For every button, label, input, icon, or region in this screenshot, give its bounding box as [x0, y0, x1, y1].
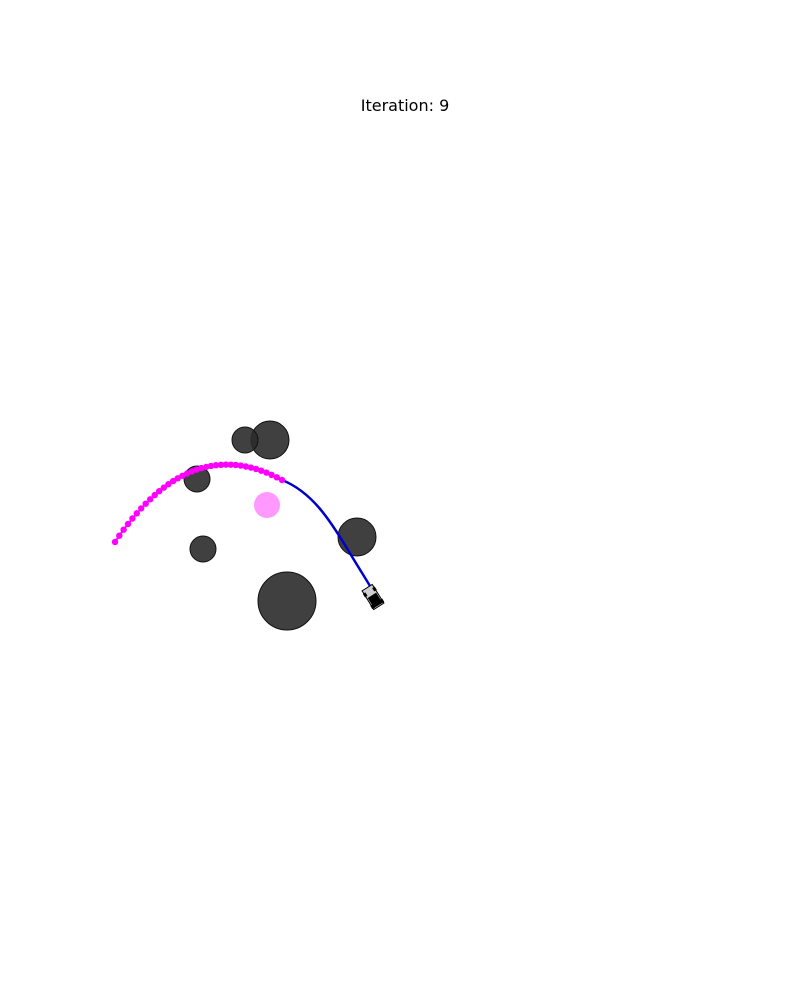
planned-path-point [263, 469, 270, 476]
planned-path-point [222, 461, 230, 468]
planned-path-point [252, 465, 260, 473]
planned-path-point [278, 476, 286, 484]
planned-path-point [151, 491, 158, 499]
planned-path-point [193, 466, 200, 473]
obstacle-2 [231, 426, 259, 454]
planned-path-point [183, 470, 191, 477]
obstacles-group [183, 420, 377, 631]
driven-path [281, 478, 372, 587]
planned-path-point [207, 462, 215, 470]
planned-path-point [138, 505, 145, 512]
planned-path-point [242, 463, 250, 470]
planned-path-point [169, 477, 177, 485]
planned-path-point [165, 481, 172, 488]
planned-path-point [116, 532, 123, 539]
planned-path-point [203, 463, 210, 471]
planned-path-point [129, 515, 136, 522]
obstacle-5 [189, 535, 217, 563]
planned-path-point [156, 488, 163, 495]
planned-path-point [160, 484, 167, 491]
planned-path-point [212, 462, 220, 469]
planned-path-point [133, 510, 140, 517]
planned-path [111, 461, 286, 546]
goal-marker [254, 492, 280, 518]
planned-path-point [198, 464, 205, 472]
obstacle-6 [257, 571, 317, 631]
planned-path-point [268, 471, 275, 478]
iteration-title: Iteration: 9 [360, 96, 450, 115]
vehicle-icon [361, 583, 385, 611]
planned-path-point [237, 462, 244, 469]
planned-path-point [111, 538, 119, 546]
planned-path-point [120, 526, 127, 533]
planned-path-point [147, 496, 154, 503]
planned-path-point [124, 520, 132, 528]
planned-path-point [232, 461, 239, 469]
obstacle-4 [337, 517, 377, 557]
planned-path-point [142, 500, 149, 507]
planned-path-point [258, 467, 265, 474]
planned-path-point [273, 474, 280, 481]
planned-path-point [217, 461, 225, 468]
planned-path-point [227, 461, 234, 468]
planned-path-point [247, 464, 255, 471]
planned-path-point [174, 475, 181, 482]
